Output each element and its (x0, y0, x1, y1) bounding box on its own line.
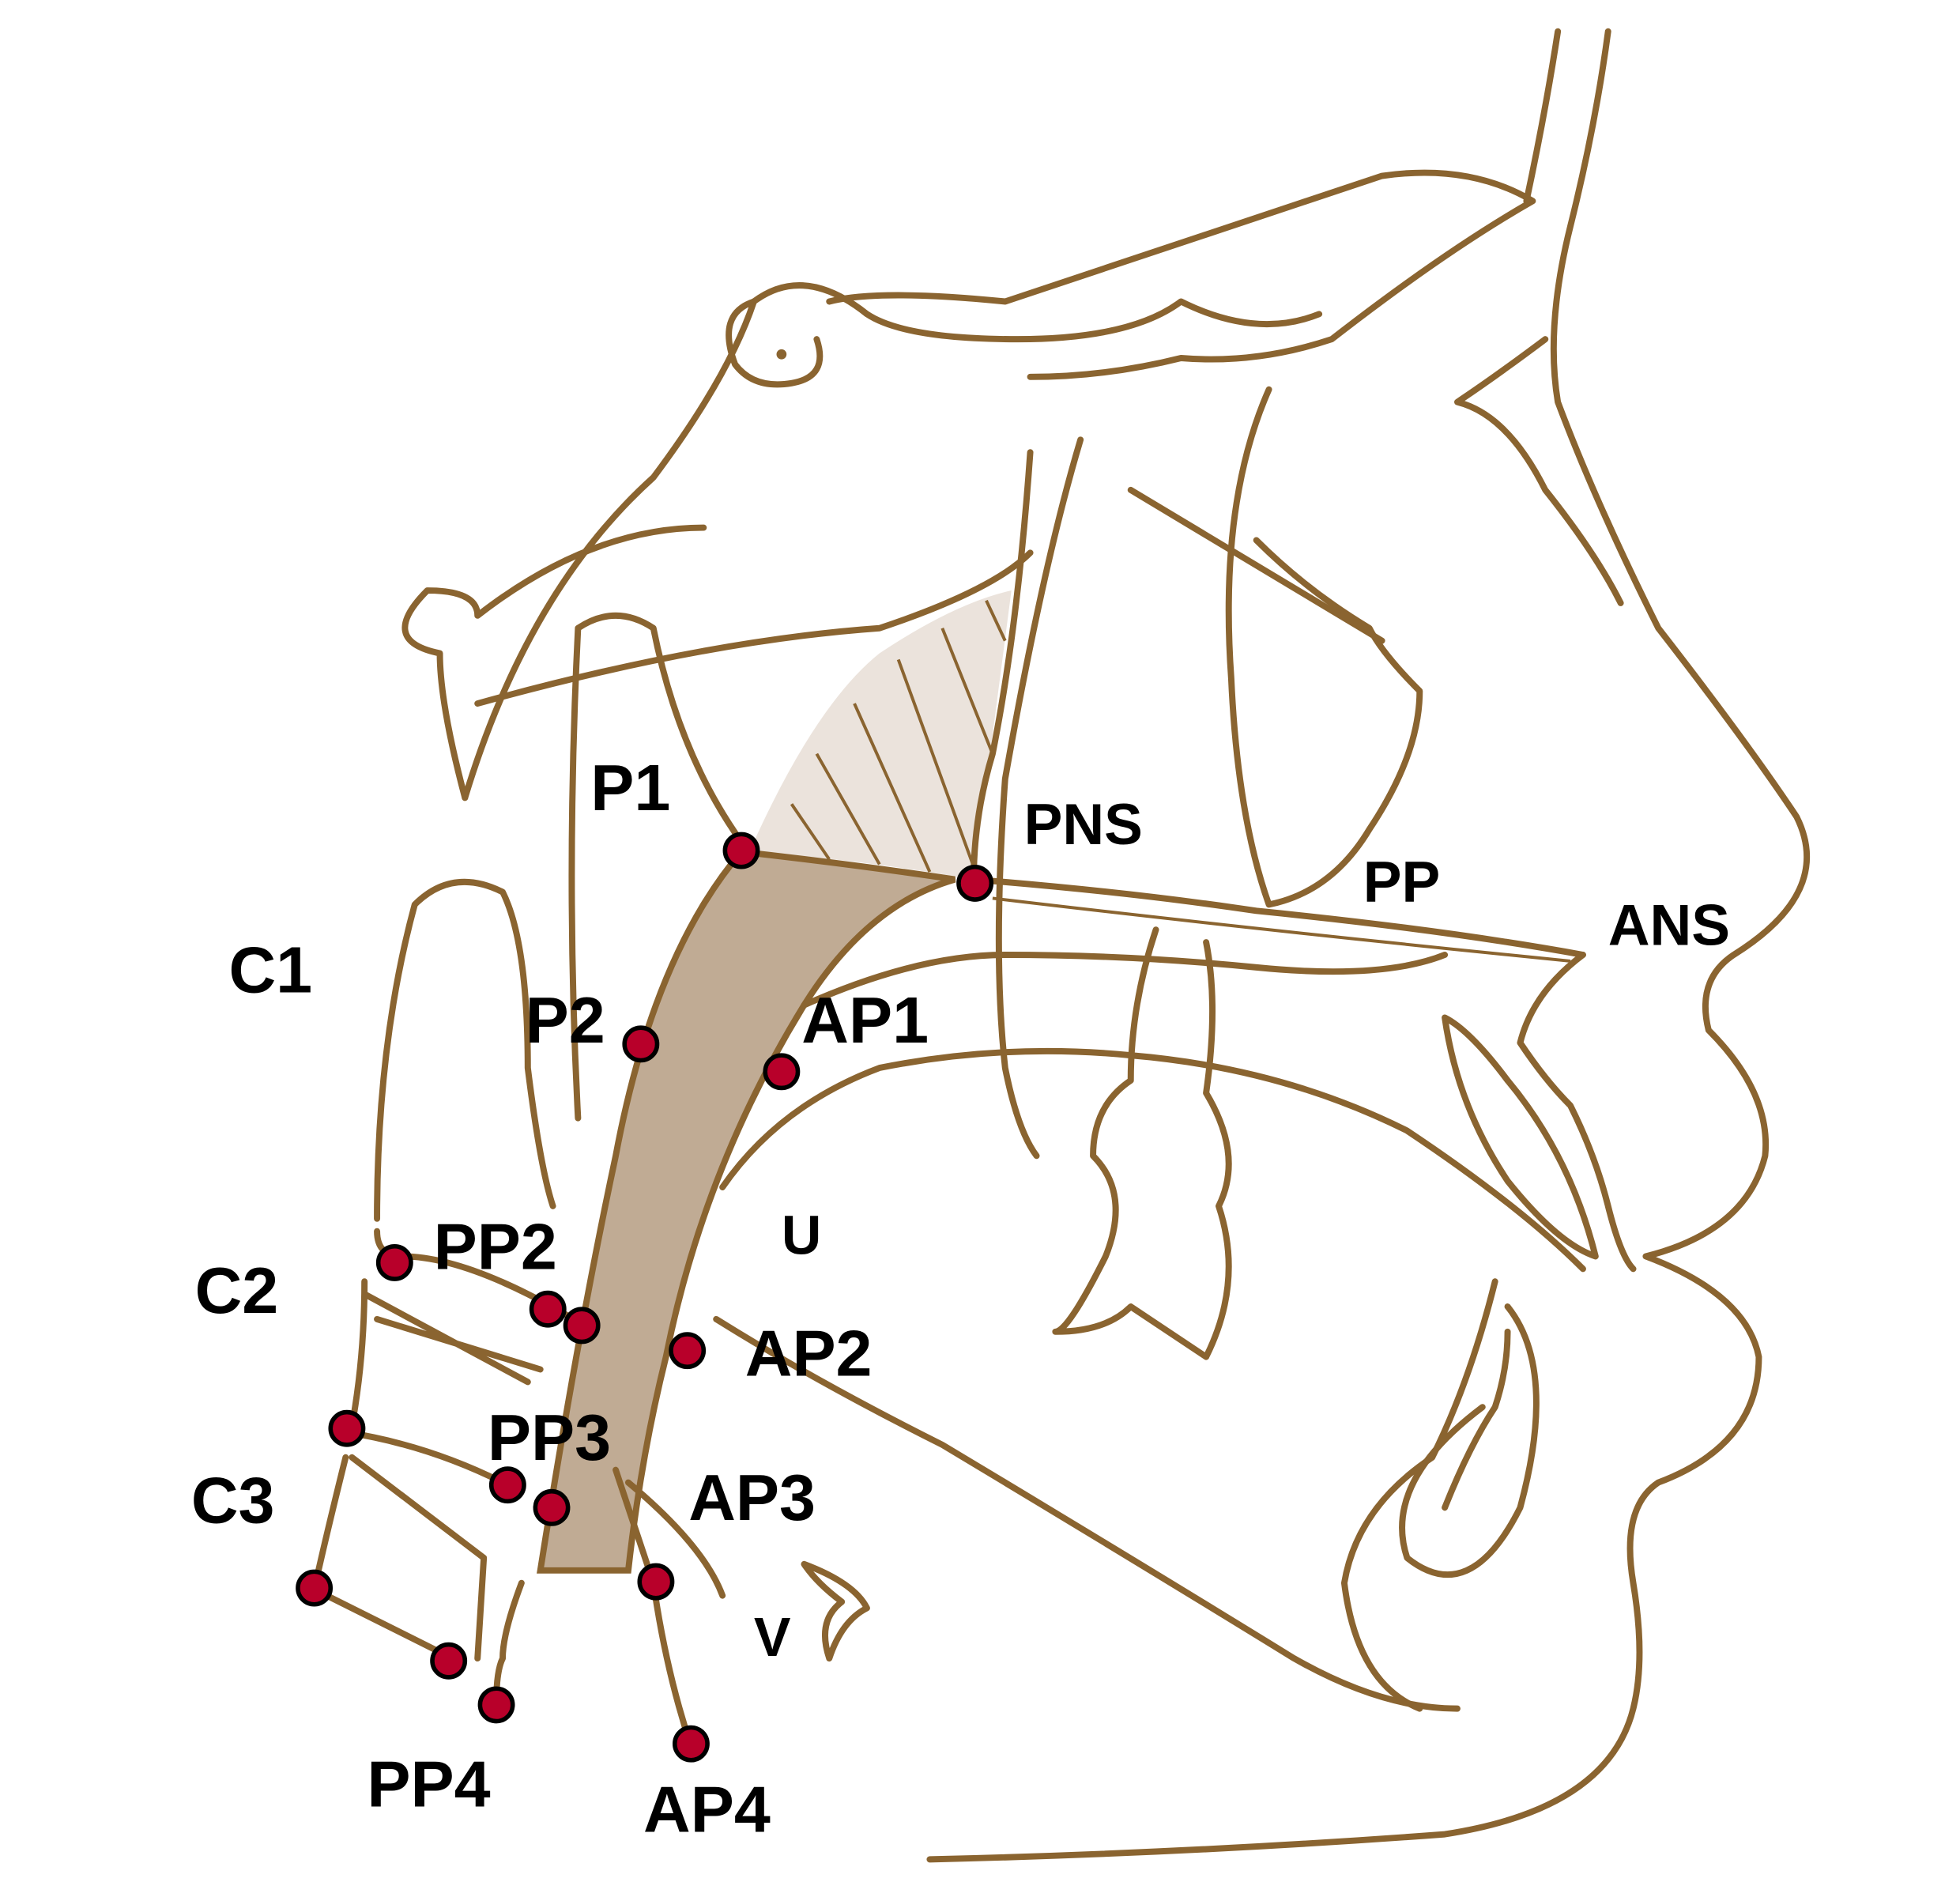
point-pp2-b (563, 1307, 601, 1345)
point-ap3 (637, 1563, 675, 1601)
label-c3: C3 (191, 1463, 275, 1537)
label-pns: PNS (1024, 793, 1143, 857)
point-pns (956, 864, 994, 902)
point-pp3-b (533, 1488, 571, 1526)
label-ap2: AP2 (745, 1316, 873, 1390)
landmark-points (296, 832, 994, 1763)
label-ans: ANS (1608, 893, 1730, 957)
hatched-region (753, 590, 1012, 880)
point-pp4 (477, 1686, 515, 1724)
label-pp3: PP3 (488, 1401, 611, 1474)
point-c2-top (375, 1243, 413, 1281)
label-pp4: PP4 (367, 1748, 490, 1821)
label-c2: C2 (195, 1254, 279, 1327)
point-p2 (622, 1025, 660, 1063)
label-c1: C1 (229, 933, 313, 1007)
label-u: U (782, 1204, 822, 1265)
label-pp: PP (1363, 850, 1441, 915)
label-p1: P1 (590, 751, 670, 824)
point-pp3-a (488, 1466, 526, 1504)
point-p1 (722, 832, 760, 869)
label-ap1: AP1 (801, 983, 929, 1057)
point-c3-low (430, 1642, 468, 1680)
label-p2: P2 (526, 983, 605, 1057)
point-c3-top (328, 1409, 366, 1447)
point-ap2 (669, 1332, 707, 1370)
airway-region (537, 848, 956, 1574)
label-pp2: PP2 (434, 1209, 557, 1283)
label-ap3: AP3 (688, 1461, 816, 1534)
point-pp2-a (529, 1290, 567, 1328)
skull-outline (311, 28, 1811, 1863)
landmark-labels: P1 PNS PP ANS C1 P2 AP1 U PP2 C2 AP2 PP3… (191, 751, 1730, 1846)
point-c3-bottom (296, 1569, 334, 1607)
label-ap4: AP4 (643, 1772, 771, 1846)
point-ap4 (672, 1725, 710, 1763)
point-ap1 (763, 1053, 801, 1091)
label-v: V (754, 1606, 791, 1668)
